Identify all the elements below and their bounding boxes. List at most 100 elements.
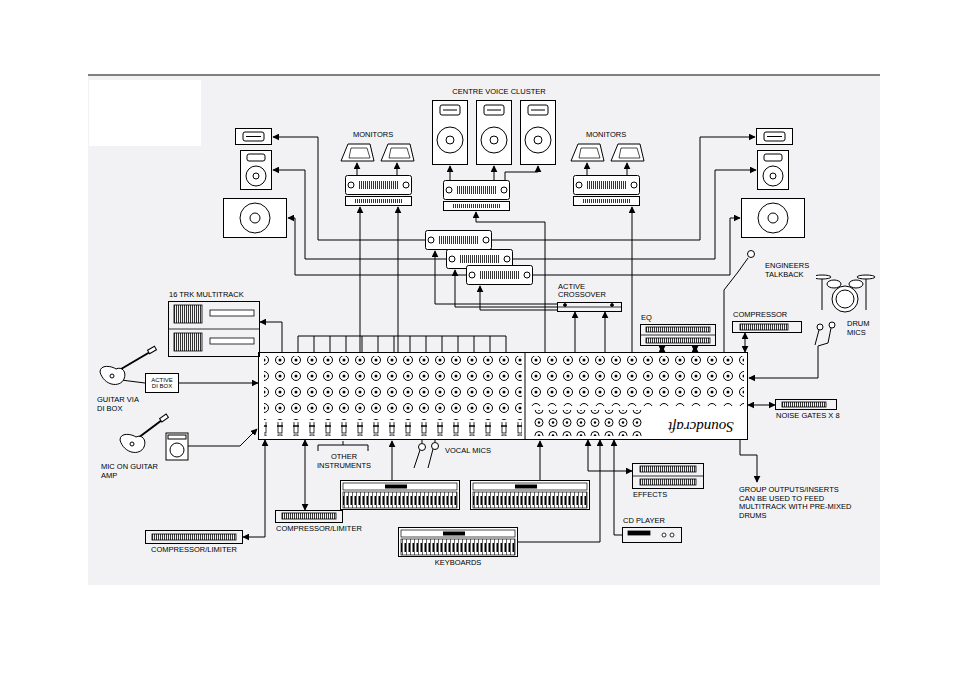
speaker-cabinet <box>236 129 272 145</box>
device-label: COMPRESSOR/LIMITER <box>275 525 363 534</box>
speaker-wire <box>273 137 756 352</box>
device-label: COMPRESSOR <box>732 311 788 320</box>
callout-label: GUITAR VIA DI BOX <box>96 396 148 413</box>
speaker-cabinet <box>521 101 556 165</box>
callout-label: MONITORS <box>352 131 394 140</box>
guitar <box>160 414 169 422</box>
rack-unit-detail <box>152 534 236 540</box>
speaker-cabinet <box>433 101 468 165</box>
signal-connector <box>588 440 632 471</box>
drum-kit <box>849 280 863 288</box>
guitar-amp <box>166 433 188 460</box>
speaker-cabinet <box>241 151 272 190</box>
microphone <box>815 330 819 345</box>
rack-unit-detail <box>662 533 666 537</box>
rack-unit-detail <box>740 324 788 330</box>
monitor-wedge <box>341 144 374 161</box>
signal-connector <box>179 383 258 384</box>
channel-feed <box>298 336 506 352</box>
mixing-console <box>258 352 748 440</box>
rack-unit-detail <box>611 304 614 307</box>
rack-unit-detail <box>168 329 260 330</box>
power-amp <box>574 176 640 195</box>
mixing-console <box>258 352 748 440</box>
crossover-unit: ACTIVE CROSSOVER <box>557 302 622 312</box>
rack-unit-detail <box>646 338 710 343</box>
mixing-console <box>530 410 642 436</box>
rack-unit-detail <box>640 335 716 336</box>
speaker-cabinet <box>742 199 805 238</box>
ground <box>88 76 880 585</box>
compressor-unit: COMPRESSOR <box>732 321 802 333</box>
keyboard <box>341 481 460 510</box>
ground <box>89 80 201 146</box>
guitar <box>110 374 114 378</box>
signal-cable <box>740 440 757 482</box>
di-box: ACTIVE DI BOX <box>145 373 179 393</box>
guitar <box>138 420 162 438</box>
speaker-wire <box>476 212 545 352</box>
cd-player: CD PLAYER <box>622 527 682 543</box>
rack-unit-detail <box>564 304 567 307</box>
effects-unit: EFFECTS <box>632 463 704 489</box>
speaker-wire <box>357 163 358 175</box>
callout-label: DRUM MICS <box>846 320 876 337</box>
drum-kit <box>836 290 854 308</box>
guitar <box>148 346 157 353</box>
rack-unit-detail <box>628 531 650 535</box>
mixing-console <box>530 356 744 406</box>
device-label: 16 TRK MULTITRACK <box>168 291 245 300</box>
guitar-amp <box>166 433 188 460</box>
ground <box>88 75 880 76</box>
eq-unit: EQ <box>640 324 716 346</box>
device-label: EFFECTS <box>632 491 668 500</box>
microphone <box>828 328 831 343</box>
power-amp <box>426 231 492 250</box>
callout-label: CENTRE VOICE CLUSTER <box>430 88 568 97</box>
signal-connector <box>575 312 576 352</box>
speaker-wire <box>505 166 538 180</box>
speaker-wire <box>533 218 740 275</box>
rack-unit-detail <box>210 338 254 344</box>
callout-label: VOCAL MICS <box>444 447 492 456</box>
speaker-cabinet <box>224 101 805 238</box>
microphone <box>432 443 439 450</box>
mixing-console <box>264 422 522 436</box>
mixing-console <box>525 352 526 440</box>
rack-unit-detail <box>174 333 202 351</box>
speaker-cabinet <box>758 151 789 190</box>
signal-cable <box>318 441 368 451</box>
speaker-wire <box>455 270 557 307</box>
microphone <box>414 251 835 469</box>
signal-connector <box>243 440 265 537</box>
rack-unit-detail <box>152 304 826 541</box>
microphone <box>817 324 823 330</box>
brand-name: Soundcraft <box>667 419 735 434</box>
power-amp <box>444 181 510 200</box>
microphone <box>748 251 755 258</box>
signal-connector <box>748 405 775 406</box>
rack-unit-detail <box>782 402 826 407</box>
speaker-wire <box>450 166 451 180</box>
monitor-wedge <box>341 144 644 161</box>
device-label: ACTIVE CROSSOVER <box>557 283 613 300</box>
device-label: CD PLAYER <box>622 517 666 526</box>
speaker-cabinet <box>224 199 287 238</box>
speaker-cabinet <box>757 129 793 145</box>
speaker-wire <box>435 251 557 304</box>
speaker-cabinet <box>477 101 512 165</box>
speaker-wire <box>492 137 755 240</box>
monitor-wedge <box>571 144 604 161</box>
speaker-wire <box>587 163 588 175</box>
rack-unit-detail <box>646 327 710 332</box>
compressor-limiter-unit: COMPRESSOR/LIMITER <box>275 510 343 523</box>
microphone <box>829 322 835 328</box>
power-amp <box>444 202 510 211</box>
signal-cable <box>121 380 145 383</box>
drum-kit <box>866 278 867 310</box>
multitrack-recorder: 16 TRK MULTITRACK <box>168 301 260 357</box>
rack-unit-detail <box>282 513 336 519</box>
speaker-wire <box>632 207 633 352</box>
speaker-wire <box>288 218 466 275</box>
